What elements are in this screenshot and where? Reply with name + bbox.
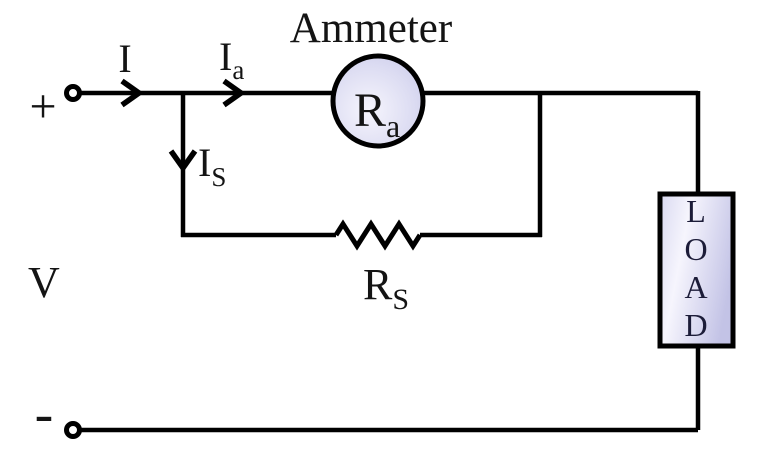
- shunt-resistance-main: R: [363, 260, 393, 309]
- load-letter-d: D: [684, 307, 707, 343]
- current-arrow-group: [120, 78, 246, 173]
- current-arrow-is-icon: [168, 149, 198, 173]
- current-ia-sub: a: [232, 55, 244, 85]
- positive-terminal-node: [64, 84, 82, 102]
- current-ia-main: I: [219, 34, 232, 79]
- label-group: Ammeter + - V I Ia IS Ra RS: [28, 5, 452, 445]
- shunt-resistance-sub: S: [392, 283, 409, 316]
- current-is-label: IS: [198, 140, 226, 192]
- current-arrow-ia-icon: [222, 78, 246, 108]
- ammeter-circle: [330, 53, 426, 149]
- positive-terminal-label: +: [29, 80, 56, 133]
- load-letter-a: A: [684, 269, 707, 305]
- current-is-sub: S: [211, 162, 226, 192]
- terminal-group: [64, 84, 82, 439]
- load-letter-l: L: [686, 193, 706, 229]
- negative-terminal-node: [64, 421, 82, 439]
- shunt-resistance-label: RS: [363, 260, 409, 316]
- current-arrow-i-icon: [120, 78, 144, 108]
- ammeter-title: Ammeter: [290, 5, 452, 52]
- ammeter-resistance-sub: a: [386, 108, 400, 144]
- resistor-zigzag: [333, 219, 423, 251]
- current-ia-label: Ia: [219, 34, 244, 85]
- load-box: [657, 191, 736, 349]
- current-i-label: I: [118, 36, 131, 81]
- ammeter-resistance-main: R: [354, 84, 386, 137]
- load-letter-o: O: [684, 231, 707, 267]
- negative-terminal-label: -: [35, 383, 54, 445]
- voltage-label: V: [28, 258, 60, 307]
- current-is-main: I: [198, 140, 211, 185]
- ammeter-resistance-label: Ra: [354, 84, 400, 144]
- load-letter-group: L O A D: [684, 193, 707, 343]
